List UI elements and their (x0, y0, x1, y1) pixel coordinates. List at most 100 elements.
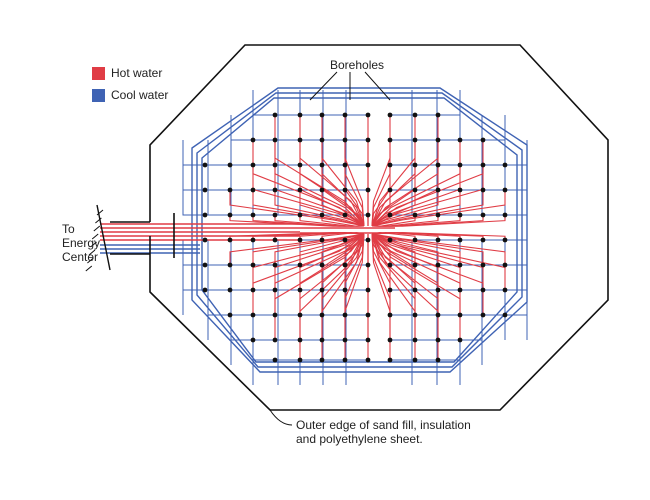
borehole-dot (480, 237, 486, 243)
cool-branch-pipe (207, 239, 230, 265)
borehole-dot (250, 187, 256, 193)
borehole-dot (202, 287, 208, 293)
borehole-dot (457, 287, 463, 293)
borehole-dot (365, 137, 371, 143)
cool-branch-pipe (438, 339, 461, 365)
borehole-dot (297, 262, 303, 268)
cool-branch-pipe (182, 190, 205, 216)
hot-branch-pipe (371, 233, 484, 315)
hot-branch-pipe (252, 233, 365, 265)
borehole-dot (250, 262, 256, 268)
borehole-dot (227, 237, 233, 243)
borehole-dot (365, 187, 371, 193)
cool-branch-pipe (230, 165, 253, 191)
cool-branch-pipe (390, 339, 413, 365)
cool-branch-pipe (390, 314, 413, 340)
cool-branch-pipe (415, 264, 438, 290)
cool-branch-pipe (505, 165, 528, 191)
borehole-dot (297, 237, 303, 243)
legend: Hot water Cool water (92, 62, 168, 106)
borehole-dot (387, 287, 393, 293)
cool-branch-pipe (483, 314, 506, 340)
hot-branch-pipe (321, 115, 365, 227)
borehole-dot (457, 212, 463, 218)
borehole-dot (412, 287, 418, 293)
cool-branch-pipe (182, 289, 205, 315)
borehole-dot (272, 262, 278, 268)
outer-edge-label: Outer edge of sand fill, insulation and … (296, 418, 471, 446)
cool-branch-pipe (483, 264, 506, 290)
cool-header-ring (196, 92, 523, 368)
hot-branch-pipe (371, 165, 391, 227)
borehole-dot (272, 112, 278, 118)
borehole-dot (227, 312, 233, 318)
cool-branch-pipe (322, 90, 345, 116)
hot-branch-pipe (321, 233, 365, 360)
energy-center-label: To Energy Center (62, 222, 100, 264)
borehole-dot (412, 112, 418, 118)
cool-branch-pipe (505, 190, 528, 216)
cool-branch-pipe (230, 339, 253, 365)
borehole-dot (297, 357, 303, 363)
cool-branch-pipe (207, 314, 230, 340)
wall-hatch-mark (88, 249, 96, 256)
cool-branch-pipe (345, 339, 368, 365)
hot-branch-pipe (344, 233, 365, 360)
hot-branch-pipe (299, 190, 365, 227)
cool-branch-pipe (438, 115, 461, 141)
borehole-dot (480, 187, 486, 193)
borehole-dot (480, 137, 486, 143)
borehole-dot (250, 137, 256, 143)
cool-branch-pipe (438, 140, 461, 166)
energy-center-line-1: To (62, 222, 75, 236)
borehole-dot (297, 112, 303, 118)
cool-branch-pipe (252, 359, 275, 385)
borehole-dot (365, 112, 371, 118)
borehole-dot (412, 337, 418, 343)
borehole-dot (387, 112, 393, 118)
borehole-dot (435, 187, 441, 193)
hot-branch-pipe (274, 165, 365, 227)
hot-branch-pipe (371, 190, 439, 227)
hot-water-swatch (92, 66, 105, 80)
cool-branch-pipe (483, 289, 506, 315)
borehole-dot (387, 312, 393, 318)
borehole-dot (412, 212, 418, 218)
borehole-dot (319, 212, 325, 218)
borehole-dot (342, 287, 348, 293)
wall-hatch-mark (93, 225, 101, 232)
hot-branch-pipe (371, 165, 439, 227)
cool-branch-pipe (390, 359, 413, 385)
cool-branch-pipe (182, 264, 205, 290)
cool-branch-pipe (277, 314, 300, 340)
leader-lines (269, 71, 391, 426)
borehole-dot (272, 187, 278, 193)
borehole-dot (227, 262, 233, 268)
borehole-dot (480, 312, 486, 318)
borehole-dot (387, 337, 393, 343)
cool-branch-pipe (252, 264, 275, 290)
cool-header-ring (191, 87, 528, 373)
hot-branch-pipe (252, 190, 365, 227)
borehole-dot (272, 287, 278, 293)
borehole-dot (457, 137, 463, 143)
borehole-dot (435, 237, 441, 243)
borehole-dot (319, 312, 325, 318)
borehole-dot (342, 337, 348, 343)
borehole-dot (319, 137, 325, 143)
wall-hatch-mark (85, 265, 93, 272)
cool-branch-pipe (505, 239, 528, 265)
cool-branch-pipe (390, 90, 413, 116)
borehole-dot (342, 312, 348, 318)
cool-branch-pipe (483, 190, 506, 216)
borehole-dot (250, 337, 256, 343)
borehole-dot (365, 357, 371, 363)
cool-branch-pipe (207, 165, 230, 191)
cool-branch-pipe (505, 264, 528, 290)
borehole-dot (342, 137, 348, 143)
energy-center-wall (96, 204, 111, 271)
hot-branch-pipe (371, 165, 484, 227)
cool-branch-pipe (345, 140, 368, 166)
borehole-dot (297, 287, 303, 293)
borehole-dot (457, 337, 463, 343)
